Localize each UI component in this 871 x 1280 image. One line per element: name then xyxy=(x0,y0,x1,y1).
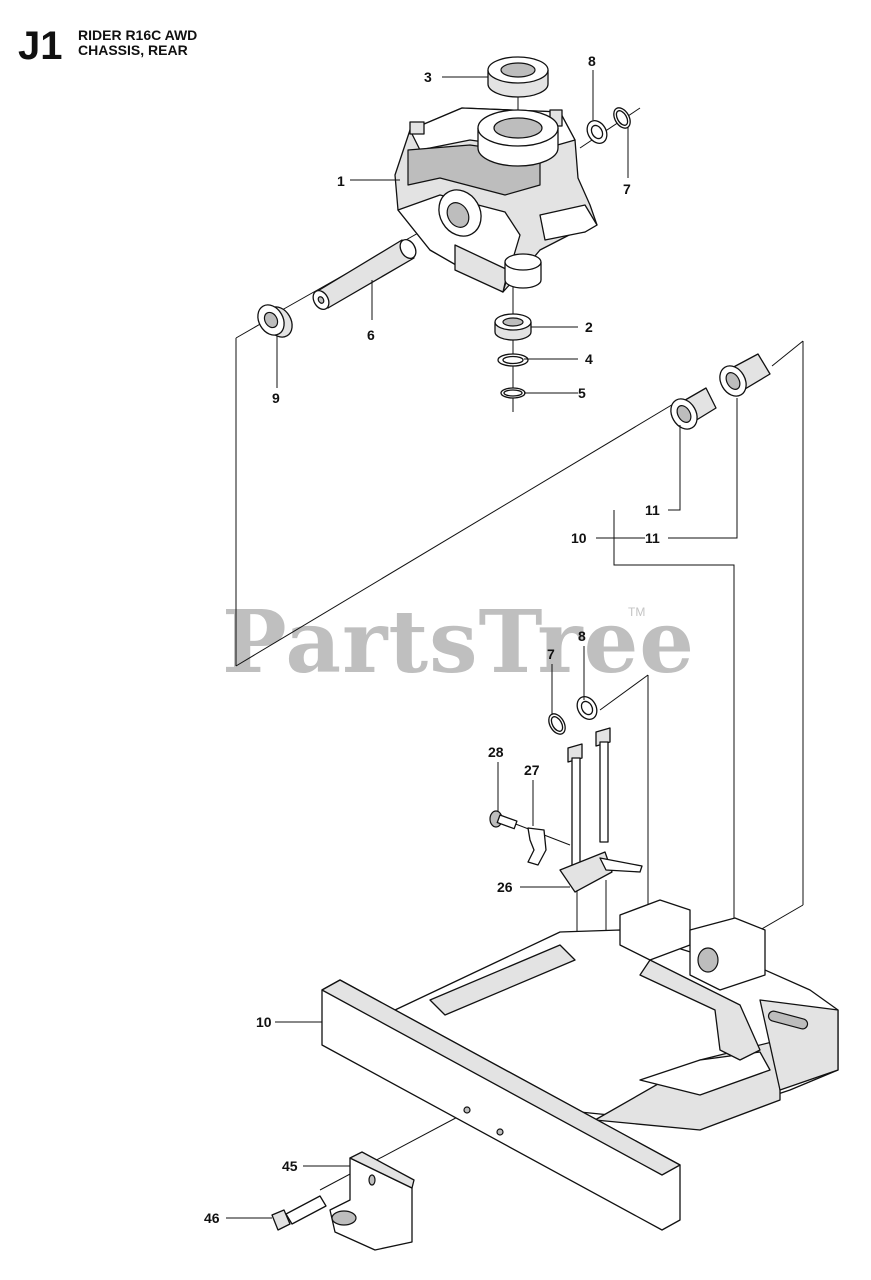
callout-7: 7 xyxy=(623,181,631,197)
callout-5: 5 xyxy=(578,385,586,401)
callout-45: 45 xyxy=(282,1158,298,1174)
model-name: RIDER R16C AWD xyxy=(78,27,198,43)
part-8-washer-lower xyxy=(576,696,598,720)
callout-leaders xyxy=(226,70,738,1219)
part-46-bolt xyxy=(271,1195,327,1231)
callout-10: 10 xyxy=(571,530,587,546)
callout-26: 26 xyxy=(497,879,513,895)
callout-3: 3 xyxy=(424,69,432,85)
callout-11: 11 xyxy=(645,530,660,546)
part-6-pivot-shaft xyxy=(312,239,417,310)
callout-1: 1 xyxy=(337,173,345,189)
section-title: RIDER R16C AWD CHASSIS, REAR xyxy=(78,28,197,58)
callout-8: 8 xyxy=(588,53,596,69)
section-code: J1 xyxy=(18,24,63,68)
watermark-text: PartsTree xyxy=(222,592,695,693)
part-27-clip xyxy=(527,827,547,866)
callout-6: 6 xyxy=(367,327,375,343)
part-28-bolt xyxy=(489,810,518,830)
part-10-rear-chassis xyxy=(321,899,839,1231)
part-9-bushing xyxy=(257,304,293,338)
callout-28: 28 xyxy=(488,744,504,760)
callout-10: 10 xyxy=(256,1014,272,1030)
part-7-retaining-ring-upper xyxy=(613,107,631,129)
watermark-trademark: TM xyxy=(628,605,645,619)
callout-27: 27 xyxy=(524,762,540,778)
callout-7: 7 xyxy=(547,646,555,662)
callout-9: 9 xyxy=(272,390,280,406)
callout-11: 11 xyxy=(645,502,660,518)
part-8-washer-upper xyxy=(586,120,608,144)
part-4-snap-ring xyxy=(497,353,529,367)
part-45-hitch-plate xyxy=(329,1151,415,1251)
part-5-o-ring xyxy=(500,387,526,399)
part-11-bushing-right xyxy=(719,353,771,397)
part-2-bearing xyxy=(494,313,532,341)
assembly-name: CHASSIS, REAR xyxy=(78,42,188,58)
part-26-bracket xyxy=(559,851,643,893)
callout-46: 46 xyxy=(204,1210,220,1226)
vertical-bolts xyxy=(567,727,611,869)
callout-2: 2 xyxy=(585,319,593,335)
callout-labels: 3 8 7 1 6 9 2 4 5 11 10 11 8 7 28 27 26 … xyxy=(204,53,660,1226)
callout-4: 4 xyxy=(585,351,593,367)
part-11-bushing-left xyxy=(670,387,717,430)
callout-8: 8 xyxy=(578,628,586,644)
part-1-pivot-housing xyxy=(394,107,598,293)
part-7-retaining-ring-lower xyxy=(548,713,566,735)
part-3-seal xyxy=(487,56,549,98)
